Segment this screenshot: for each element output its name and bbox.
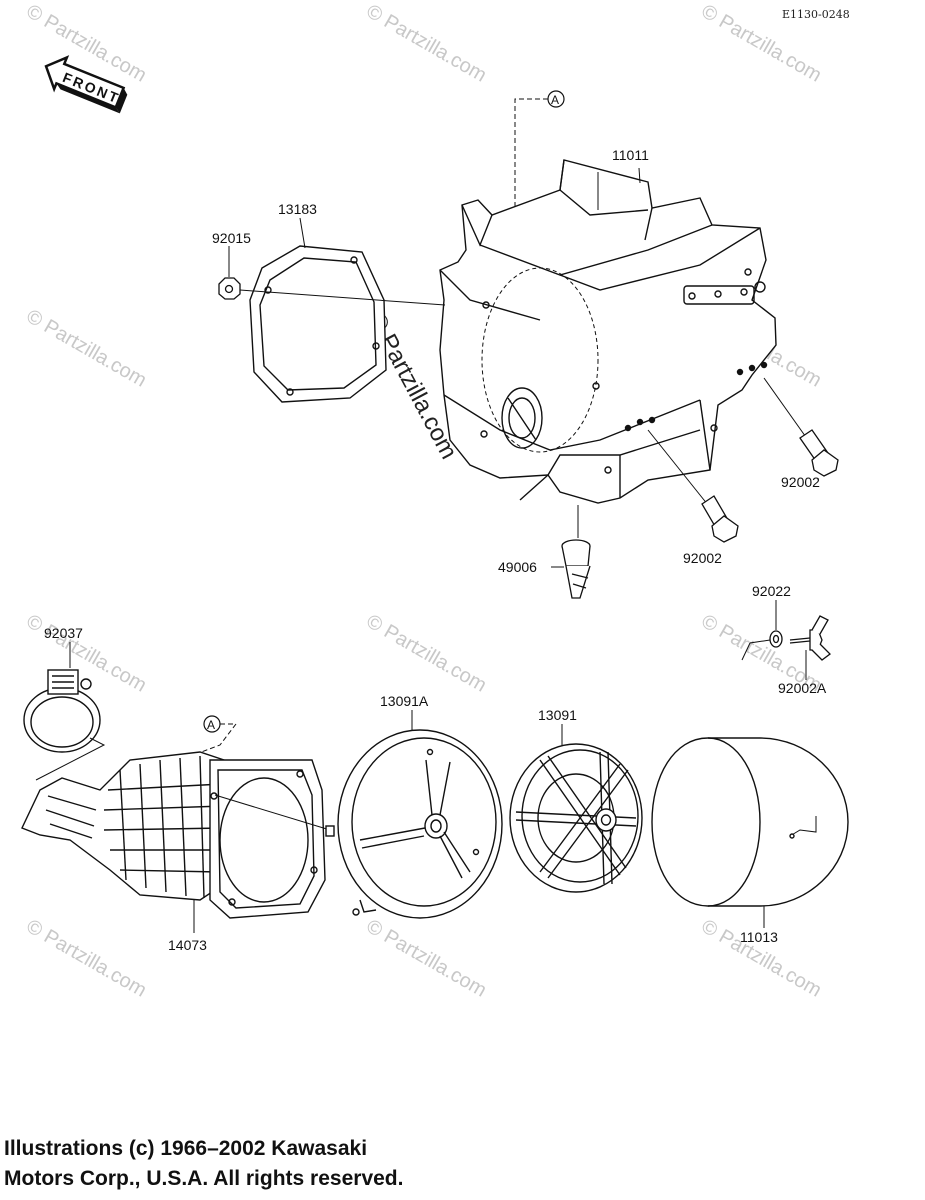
part-92002A: 92002A [778,680,827,696]
hose-clamp-92037 [23,669,101,753]
part-92022: 92022 [752,583,791,599]
assembly-line [214,794,331,831]
svg-text:A: A [551,93,559,107]
wing-bolt-92002A [789,615,831,661]
bolt-92002-right [763,377,839,477]
filter-cage-13091 [509,743,643,893]
filter-element-11013 [651,737,849,907]
nut-92015 [218,277,241,300]
intake-duct-14073 [21,751,326,919]
part-92002-right: 92002 [781,474,820,490]
drawing-code: E1130-0248 [782,8,850,21]
part-92015: 92015 [212,230,251,246]
svg-text:A: A [207,718,215,732]
part-13091: 13091 [538,707,577,723]
copyright-line-1: Illustrations (c) 1966–2002 Kawasaki [4,1137,368,1160]
assembly-line [239,289,446,306]
leader-13183 [299,217,306,249]
ref-marker-top: A [514,90,565,310]
watermark: © Partzilla.com [23,305,151,391]
watermark: © Partzilla.com [363,610,491,696]
ref-marker-bottom: A [179,715,238,761]
drain-plug-49006 [561,505,591,599]
assembly-line [35,737,106,781]
gasket-13183 [249,245,387,403]
watermark: © Partzilla.com [363,0,491,86]
part-49006: 49006 [498,559,537,575]
part-14073: 14073 [168,937,207,953]
bolt-92002-lower [647,429,739,543]
assembly-line [741,639,771,661]
filter-backing-plate-13091A [325,729,503,919]
air-box-housing [439,159,777,504]
copyright-notice: Illustrations (c) 1966–2002 Kawasaki Mot… [4,1134,604,1194]
watermark: © Partzilla.com [363,915,491,1001]
part-11013: 11013 [740,929,778,945]
part-92002-lower: 92002 [683,550,722,566]
washer-92022 [769,630,783,648]
part-11011: 11011 [612,147,649,163]
part-13183: 13183 [278,201,317,217]
watermark: © Partzilla.com [23,915,151,1001]
part-13091A: 13091A [380,693,429,709]
copyright-line-2: Motors Corp., U.S.A. All rights reserved… [4,1167,404,1190]
part-92037: 92037 [44,625,83,641]
leader-11011 [638,167,641,184]
